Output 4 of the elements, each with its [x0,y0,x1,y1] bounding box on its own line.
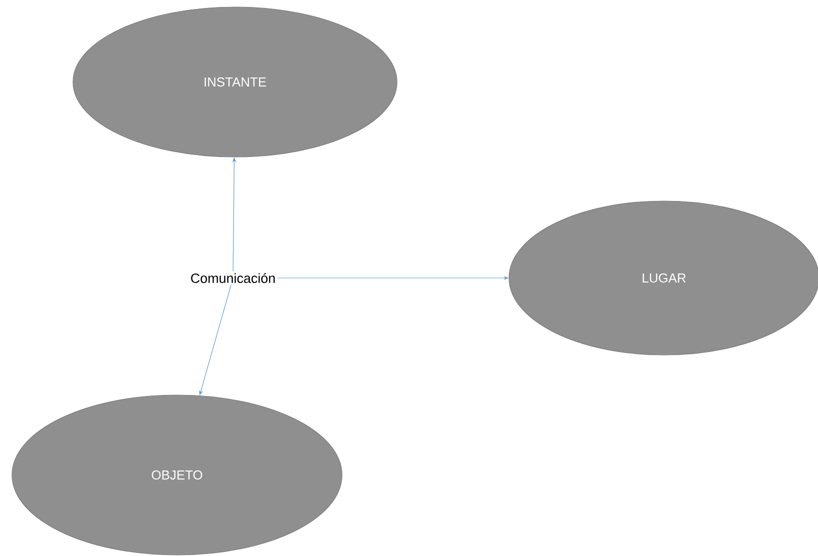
ellipse-node: INSTANTE [72,6,398,158]
node-label: Comunicación [191,272,275,283]
ellipse-node: OBJETO [12,394,342,556]
ellipse-node: LUGAR [508,200,818,356]
